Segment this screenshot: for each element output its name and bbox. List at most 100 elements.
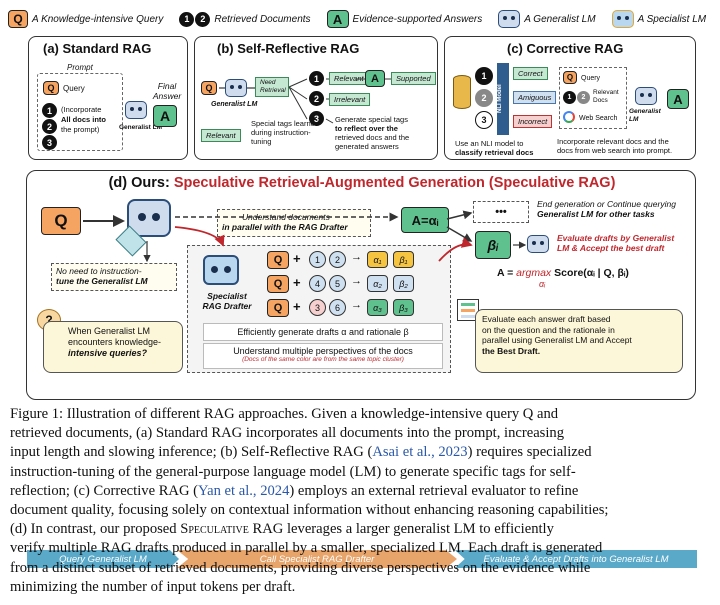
rationale-beta-draft: β₃ <box>393 299 414 316</box>
understand-2: in parallel with the RAG Drafter <box>222 222 348 232</box>
understand-note: Understand documents in parallel with th… <box>217 209 371 237</box>
prompt-label: Prompt <box>67 63 93 72</box>
formula-argmax: argmax <box>516 267 552 279</box>
nli-caption-2: classify retrieval docs <box>455 148 534 157</box>
panel-a-title: (a) Standard RAG <box>43 41 152 56</box>
prompt-box-c <box>559 67 627 129</box>
specialist-label-2: RAG Drafter <box>202 301 252 311</box>
bar-call-specialist: Call Specialist RAG Drafter <box>177 550 457 568</box>
google-icon <box>563 111 575 123</box>
doc-2-c: 2 <box>475 89 493 107</box>
query-badge-row: Q <box>267 299 289 317</box>
formula-sub: αᵢ <box>539 279 546 289</box>
doc-num: 3 <box>309 299 326 316</box>
relevant-special-tag: Relevant <box>201 129 241 142</box>
specialist-robot-d-icon <box>203 255 239 285</box>
panel-speculative-rag: (d) Ours: Speculative Retrieval-Augmente… <box>26 170 697 568</box>
caption-line-5b: ) employs an external retrieval evaluato… <box>289 482 579 499</box>
panel-d-arrows <box>83 210 527 263</box>
generalist-robot-c-icon <box>635 87 657 105</box>
evaluate-2: LM & Accept the best draft <box>557 243 665 253</box>
caption-line-7sc: Speculative <box>180 521 249 538</box>
incorporate-a-1: (Incorporate <box>61 105 102 114</box>
eval-note-3: parallel using Generalist LM and Accept <box>482 335 632 345</box>
citation-yan-link[interactable]: Yan et al., 2024 <box>198 482 290 499</box>
generate-tags-1: Generate special tags <box>335 115 408 124</box>
accepted-answer: A=αᵢ <box>401 207 449 233</box>
nli-model-bar: NLI Model <box>497 63 509 135</box>
relevant-tag: Relevant <box>329 72 369 85</box>
answer-badge-c: A <box>667 89 689 109</box>
specialist-label: Specialist RAG Drafter <box>197 291 257 311</box>
irrelevant-tag: Irrelevant <box>329 93 371 106</box>
evaluate-1: Evaluate drafts by Generalist <box>557 233 675 243</box>
caption-line-5a: reflection; (c) Corrective RAG ( <box>10 482 199 499</box>
answer-badge: A <box>326 10 349 28</box>
formula-rhs: Score(αᵢ | Q, βᵢ) <box>554 267 629 279</box>
generalist-robot-eval-icon <box>527 235 549 253</box>
when-3: intensive queries? <box>68 348 148 358</box>
generalist-robot-d-icon <box>127 199 171 237</box>
doc-num: 4 <box>309 275 326 292</box>
incorporate-a-2: All docs into <box>61 115 106 124</box>
query-badge-b: Q <box>201 81 217 95</box>
arrow-icon: → <box>351 275 362 287</box>
query-badge-c: Q <box>563 71 577 84</box>
answer-badge-b: A <box>365 70 385 87</box>
generate-tags-2: to reflect over the <box>335 124 398 133</box>
end-note: End generation or Continue querying Gene… <box>537 199 687 219</box>
database-icon <box>453 71 473 115</box>
formula: A = argmax Score(αᵢ | Q, βᵢ) αᵢ <box>497 267 687 297</box>
eval-note-2: on the question and the rationale in <box>482 324 615 335</box>
arrow-icon: → <box>351 299 362 311</box>
generate-tags-4: generated answers <box>335 142 399 151</box>
bar-query-generalist: Query Generalist LM <box>27 550 179 568</box>
correct-tag: Correct <box>513 67 548 80</box>
doc-3-c: 3 <box>475 111 493 129</box>
supported-tag: Supported <box>391 72 436 85</box>
need-retrieval-tag: Need Retrieval <box>255 77 289 97</box>
answer-draft-alpha: α₁ <box>367 251 388 268</box>
specialist-label-1: Specialist <box>207 291 247 301</box>
caption-line-9: from a distinct subset of retrieved docu… <box>10 559 591 576</box>
plus-sign: + <box>293 251 301 266</box>
end-2: Generalist LM for other tasks <box>537 209 655 219</box>
doc-2-a: 2 <box>42 119 57 134</box>
legend-query-label: A Knowledge-intensive Query <box>32 13 164 25</box>
multiple-box: Understand multiple perspectives of the … <box>203 343 443 369</box>
query-label-a: Query <box>63 84 85 93</box>
panel-standard-rag: (a) Standard RAG Prompt Q Query 1 2 3 (I… <box>28 36 188 160</box>
ambiguous-tag: Amiguous <box>513 91 557 104</box>
eval-note: Evaluate each answer draft based on the … <box>475 309 683 373</box>
when-note: When Generalist LM encounters knowledge-… <box>43 321 183 373</box>
query-label-c: Query <box>581 75 601 82</box>
relevant-docs-label: Relevant Docs <box>593 89 619 104</box>
plus-sign: + <box>293 299 301 314</box>
doc-1-b: 1 <box>309 71 324 86</box>
generalist-robot-a-icon <box>125 101 147 119</box>
no-need-note: No need to instruction- tune the General… <box>51 263 177 291</box>
query-badge-d: Q <box>41 207 81 235</box>
understand-1: Understand documents <box>242 212 330 222</box>
doc-3-a: 3 <box>42 135 57 150</box>
panel-c-title: (c) Corrective RAG <box>507 41 624 56</box>
legend-retrieved-label: Retrieved Documents <box>214 13 311 25</box>
caption-line-4: instruction-tuning of the general-purpos… <box>10 463 576 480</box>
doc-2-b: 2 <box>309 91 324 106</box>
same-color-note: (Docs of the same color are from the sam… <box>242 356 404 363</box>
formula-lhs: A = <box>497 267 517 279</box>
legend: Q A Knowledge-intensive Query 1 2 Retrie… <box>8 6 712 32</box>
generalist-robot-b-icon <box>225 79 247 97</box>
rationale-beta-draft: β₂ <box>393 275 414 292</box>
ellipsis-box: ••• <box>473 201 529 223</box>
panel-d-title-highlight: Speculative Retrieval-Augmented Generati… <box>173 175 616 191</box>
incorporate-c-2: docs from web search into prompt. <box>557 146 673 155</box>
citation-asai-link[interactable]: Asai et al., 2023 <box>372 444 468 461</box>
doc-2-c-prompt: 2 <box>577 91 590 104</box>
panel-d-title: (d) Ours: Speculative Retrieval-Augmente… <box>27 175 697 191</box>
nli-caption-1: Use an NLI model to <box>455 139 524 148</box>
no-need-1: No need to instruction- <box>56 266 142 276</box>
panel-corrective-rag: (c) Corrective RAG 1 2 3 NLI Model Corre… <box>444 36 696 160</box>
answer-draft-alpha: α₃ <box>367 299 388 316</box>
incorrect-tag: Incorrect <box>513 115 553 128</box>
